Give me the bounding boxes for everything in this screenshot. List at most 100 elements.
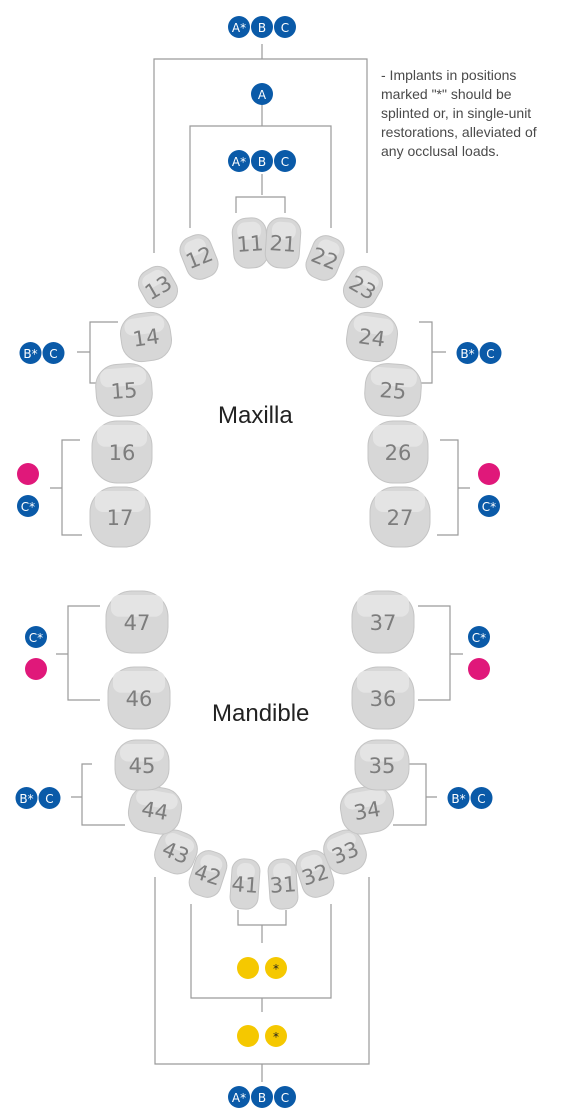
- tooth-number: 46: [126, 687, 153, 711]
- tooth-number: 17: [107, 506, 134, 530]
- tooth-highlight: [373, 425, 423, 447]
- tooth-number: 24: [357, 324, 387, 351]
- tooth-26: 26: [367, 420, 429, 484]
- badge-group-top: C: [274, 16, 296, 38]
- badge-circle: [17, 463, 39, 485]
- tooth-highlight: [111, 595, 163, 617]
- bracket-45-44: [71, 763, 125, 826]
- tooth-27: 27: [369, 486, 431, 548]
- badge-circle: [274, 16, 296, 38]
- badge-circle: [470, 787, 493, 809]
- tooth-highlight: [375, 491, 425, 512]
- tooth-21: 21: [264, 217, 302, 269]
- tooth-15: 15: [95, 363, 153, 417]
- badge-label: C*: [482, 500, 496, 514]
- badge-label: C*: [21, 500, 35, 514]
- tooth-number: 11: [236, 231, 264, 257]
- tooth-highlight: [273, 862, 292, 881]
- tooth-24: 24: [346, 311, 398, 363]
- badge-label: *: [273, 1030, 279, 1044]
- badge-magenta-47-46: [25, 658, 47, 680]
- badge-group-upper-inner: C: [274, 150, 296, 172]
- bracket-outer-lower: [154, 877, 370, 1082]
- tooth-13: 13: [138, 265, 178, 309]
- badge-circle: [15, 787, 38, 809]
- tooth-highlight: [136, 788, 178, 810]
- tooth-number: 16: [109, 441, 136, 465]
- tooth-42: 42: [188, 850, 228, 898]
- tooth-23: 23: [343, 265, 383, 309]
- bracket-24-25: [418, 321, 446, 384]
- badge-label: A*: [232, 1091, 246, 1105]
- tooth-44: 44: [127, 785, 183, 835]
- bracket-26-27: [437, 439, 470, 536]
- tooth-17: 17: [89, 486, 151, 548]
- tooth-highlight: [360, 744, 404, 762]
- tooth-highlight: [356, 269, 379, 289]
- tooth-number: 44: [140, 797, 170, 825]
- badge-circle: [17, 495, 39, 517]
- badge-yellow-star-mid: *: [265, 1025, 287, 1047]
- badge-yellow-mid: [237, 1025, 259, 1047]
- badge-circle: [274, 150, 296, 172]
- badge-group-45-44: B*: [15, 787, 38, 809]
- badge-circle: [19, 342, 42, 364]
- badge-circle: [228, 150, 250, 172]
- badge-circle: [478, 495, 500, 517]
- badge-group-45-44: C: [38, 787, 61, 809]
- tooth-number: 36: [370, 687, 397, 711]
- badge-label: C: [477, 792, 485, 806]
- badge-circle: [38, 787, 61, 809]
- implant-note: - Implants in positions marked "*" shoul…: [381, 66, 561, 161]
- tooth-number: 34: [352, 797, 382, 825]
- tooth-number: 25: [379, 378, 407, 404]
- bracket-inner-lower: [237, 910, 287, 943]
- badge-c-star-16-17: C*: [17, 495, 39, 517]
- badge-label: B*: [19, 792, 33, 806]
- tooth-highlight: [236, 862, 255, 881]
- badge-circle: [274, 1086, 296, 1108]
- badge-group-35-34: C: [470, 787, 493, 809]
- badge-circle: [251, 16, 273, 38]
- tooth-32: 32: [295, 850, 335, 898]
- badge-label: C: [486, 347, 494, 361]
- bracket-35-34: [393, 763, 437, 826]
- badge-label: C*: [472, 631, 486, 645]
- tooth-highlight: [357, 595, 409, 617]
- tooth-number: 47: [124, 611, 151, 635]
- badge-label: B: [258, 155, 266, 169]
- note-line: restorations, alleviated of: [381, 124, 537, 140]
- badge-group-35-34: B*: [447, 787, 470, 809]
- badge-group-top: A*: [228, 16, 250, 38]
- badge-circle: [228, 1086, 250, 1108]
- badge-circle: [456, 342, 479, 364]
- tooth-highlight: [95, 491, 145, 512]
- tooth-number: 27: [387, 506, 414, 530]
- badge-magenta-37-36: [468, 658, 490, 680]
- tooth-number: 31: [269, 872, 297, 898]
- badge-circle: [265, 957, 287, 979]
- badge-group-top: B: [251, 16, 273, 38]
- tooth-highlight: [357, 671, 409, 693]
- badge-label: B: [258, 1091, 266, 1105]
- tooth-36: 36: [351, 666, 415, 730]
- tooth-highlight: [300, 854, 323, 873]
- badge-circle: [479, 342, 502, 364]
- badge-circle: [251, 1086, 273, 1108]
- tooth-14: 14: [120, 311, 172, 363]
- badge-label: C: [45, 792, 53, 806]
- badge-circle: [468, 658, 490, 680]
- tooth-46: 46: [107, 666, 171, 730]
- badge-circle: [228, 16, 250, 38]
- maxilla-label: Maxilla: [218, 402, 293, 429]
- mandible-label: Mandible: [212, 700, 309, 727]
- tooth-number: 35: [369, 754, 396, 778]
- tooth-25: 25: [364, 363, 422, 417]
- tooth-highlight: [124, 315, 165, 336]
- badge-label: B*: [460, 347, 474, 361]
- badge-group-bottom: C: [274, 1086, 296, 1108]
- badge-circle: [25, 626, 47, 648]
